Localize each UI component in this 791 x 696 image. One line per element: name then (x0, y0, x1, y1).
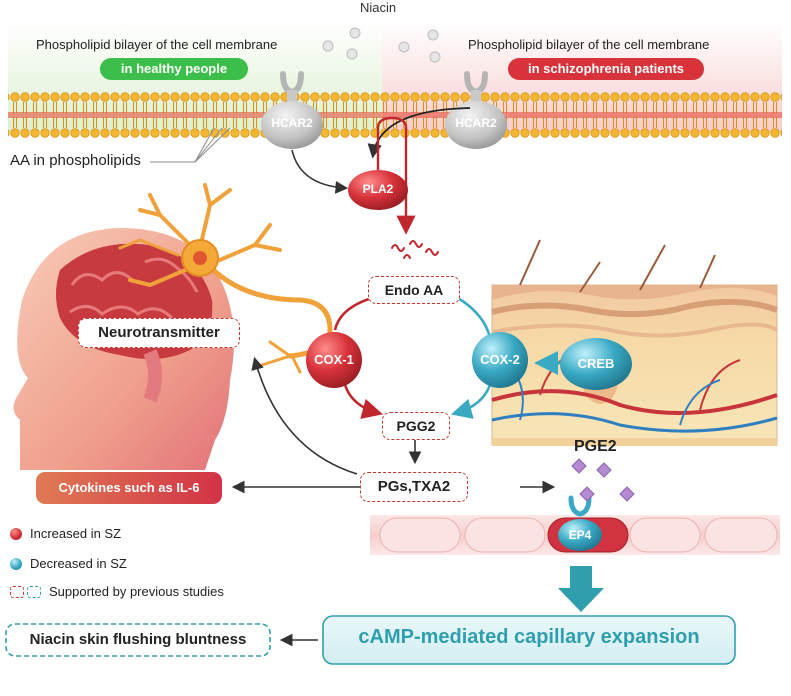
pge2-label: PGE2 (574, 438, 617, 455)
cox2-node-shape (472, 332, 528, 388)
legend-increased: Increased in SZ (10, 526, 121, 541)
cox1-node-shape (306, 332, 362, 388)
camp-label: cAMP-mediated capillary expansion (358, 626, 700, 648)
cox1-label: COX-1 (314, 352, 354, 367)
aa-phospholipids-label: AA in phospholipids (10, 152, 141, 169)
sz-membrane-title: Phospholipid bilayer of the cell membran… (468, 37, 710, 52)
blue-dashed-box-icon (27, 585, 41, 598)
arc-endoaa-to-cox2 (457, 296, 492, 339)
legend-supported-label: Supported by previous studies (49, 584, 224, 599)
red-dot-icon (10, 527, 22, 540)
membrane-core (8, 112, 782, 118)
flushing-label: Niacin skin flushing bluntness (29, 631, 247, 648)
red-dashed-box-icon (10, 585, 24, 598)
pge2-molecules (571, 458, 635, 502)
cytokines-label: Cytokines such as IL-6 (58, 480, 200, 495)
released-aa-fragments (391, 240, 439, 259)
niacin-label: Niacin (360, 0, 397, 15)
cytokines-box-shape (36, 472, 222, 504)
skin-tissue-illustration (491, 239, 779, 446)
arc-cox2-to-pgg2 (450, 384, 492, 419)
creb-node-shape (560, 338, 632, 390)
legend-supported: Supported by previous studies (10, 584, 224, 599)
camp-box-shape (322, 615, 736, 665)
healthy-membrane-title: Phospholipid bilayer of the cell membran… (36, 37, 278, 52)
endo-aa-box: Endo AA (368, 276, 460, 304)
ep4-to-camp-arrow (558, 566, 604, 612)
arc-cox1-to-pgg2 (343, 384, 384, 419)
creb-label: CREB (577, 356, 615, 371)
pla2-label: PLA2 (362, 182, 394, 196)
blue-dot-icon (10, 557, 22, 570)
healthy-badge: in healthy people (100, 58, 248, 80)
hcar2-left-label: HCAR2 (271, 116, 313, 130)
hcar2-receptor-right-shape (445, 71, 507, 149)
niacin-molecules (322, 27, 441, 63)
legend-decreased-label: Decreased in SZ (30, 556, 127, 571)
aa-pointer-lines (150, 127, 231, 163)
pgg2-box: PGG2 (382, 412, 450, 440)
ep4-receptor-shape (558, 495, 602, 551)
pla2-node-shape (348, 170, 408, 210)
hcar2-right-label: HCAR2 (455, 116, 497, 130)
arrow-pgs-to-neurotransmitter (251, 356, 358, 475)
arrow-left-hcar2-to-pla2 (291, 149, 349, 194)
legend-decreased: Decreased in SZ (10, 556, 127, 571)
legend-increased-label: Increased in SZ (30, 526, 122, 541)
hcar2-receptor-left-shape (261, 71, 323, 149)
ep4-label: EP4 (568, 528, 592, 542)
flushing-box-shape (5, 623, 271, 657)
arc-endoaa-to-cox1 (333, 296, 373, 331)
pgs-txa2-box: PGs,TXA2 (360, 472, 468, 502)
arrow-pla2-release-aa (376, 116, 416, 235)
sz-badge: in schizophrenia patients (508, 58, 704, 80)
cox2-label: COX-2 (480, 352, 520, 367)
neurotransmitter-box: Neurotransmitter (78, 318, 240, 348)
